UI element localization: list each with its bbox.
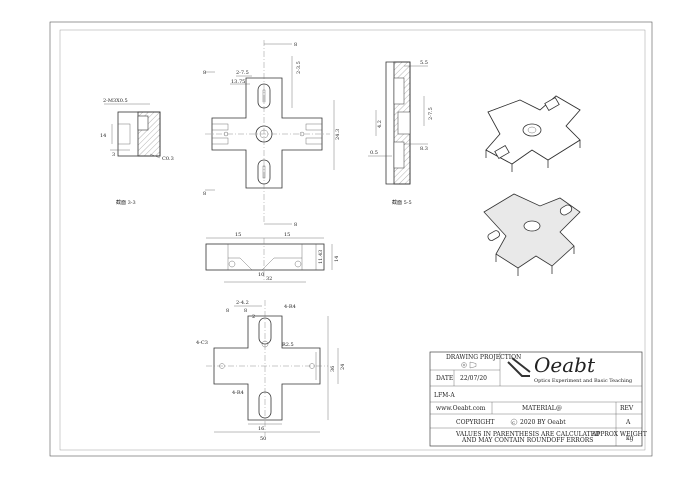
dim-side-0-5: 0.5 (370, 150, 378, 156)
dim-bot-8b: 8 (244, 308, 247, 314)
dim-front-15b: 15 (284, 232, 290, 238)
dim-side-5-5: 5.5 (420, 60, 428, 66)
title-block: DRAWING PROJECTION DATE 22/07/20 Oeabt O… (429, 351, 647, 447)
dim-bot-16: 16 (258, 426, 264, 432)
material-label: MATERIAL (522, 405, 556, 412)
dim-side-7-5: 2-7.5 (428, 107, 434, 120)
projection-symbol-icon (461, 361, 477, 369)
left-section-caption: 截面 3-3 (116, 199, 136, 206)
dim-bot-50: 50 (260, 436, 266, 442)
date-label: DATE (436, 375, 453, 382)
isometric-view-top (485, 95, 581, 172)
dim-bot-4-2: 2-4.2 (236, 300, 249, 306)
sheet-frame (49, 21, 653, 457)
dim-bot-4c3: 4-C3 (196, 340, 208, 346)
isometric-view-bottom (483, 193, 581, 276)
dim-bot-24: 24 (340, 364, 346, 370)
dim-front-14: 14 (334, 256, 340, 262)
dim-top-8d: 8 (203, 191, 206, 197)
approx-weight-label: APPROX WEIGHT (591, 431, 647, 438)
dim-bot-8a: 8 (226, 308, 229, 314)
dim-front-11-43: 11.43 (318, 250, 324, 264)
dim-bot-4r4b: 4-R4 (232, 390, 244, 396)
weight-unit: kg (626, 435, 634, 442)
front-view: 15 15 32 10 11.43 14 (205, 232, 340, 283)
dim-top-13-75: 13.75 (231, 79, 245, 85)
material-value: @ (556, 405, 562, 412)
top-view: 8 8 8 8 2-7.5 13.75 2-3.5 24.3 (203, 40, 341, 228)
dim-side-4-2: 4.2 (377, 120, 383, 128)
date-value: 22/07/20 (460, 375, 487, 382)
dim-front-15a: 15 (235, 232, 241, 238)
copyright-icon: C (510, 418, 518, 426)
dim-front-32: 32 (266, 276, 272, 282)
dim-left-thread: 2-M3X0.5 (103, 98, 128, 104)
website: www.Oeabt.com (436, 405, 486, 412)
brand-tagline: Optics Experiment and Basic Teaching (534, 378, 633, 384)
dim-top-3-5: 2-3.5 (296, 61, 302, 74)
dim-left-c03: C0.3 (162, 156, 174, 162)
left-section-view: 2-M3X0.5 14 3 C0.3 截面 3-3 (100, 98, 174, 206)
note-line-1: VALUES IN PARENTHESIS ARE CALCULATED (455, 431, 600, 438)
copyright-label: COPYRIGHT (456, 419, 494, 426)
note-line-2: AND MAY CONTAIN ROUNDOFF ERRORS (461, 437, 593, 444)
dim-top-24-3: 24.3 (335, 129, 341, 140)
dim-bot-r2-5: R2.5 (282, 342, 294, 348)
copyright-text: 2020 BY Oeabt (520, 419, 566, 426)
brand-logo-icon: Oeabt Optics Experiment and Basic Teachi… (507, 353, 633, 384)
dim-left-height: 14 (100, 133, 106, 139)
bottom-view: 2-4.2 4-R4 4-C3 R2.5 4-R4 16 36 24 50 8 … (196, 300, 346, 442)
dim-bot-36: 36 (330, 366, 336, 372)
rev-value: A (625, 419, 631, 426)
part-name: LFM-A (434, 392, 455, 399)
side-section-view: 5.5 2-7.5 4.2 0.5 8.3 截面 5-5 (368, 60, 434, 206)
drawing-projection-label: DRAWING PROJECTION (446, 354, 521, 361)
dim-side-8-3: 8.3 (420, 146, 428, 152)
dim-top-8a: 8 (294, 42, 297, 48)
rev-label: REV (620, 405, 634, 412)
sheet-inner-frame (59, 29, 646, 451)
dim-bot-2: 2 (252, 314, 255, 320)
brand-name: Oeabt (534, 353, 596, 377)
dim-top-8b: 8 (294, 222, 297, 228)
svg-text:C: C (512, 420, 515, 425)
mid-section-caption: 截面 5-5 (392, 199, 412, 206)
dim-front-10: 10 (258, 272, 264, 278)
dim-left-3: 3 (112, 152, 115, 158)
dim-top-8c: 8 (203, 70, 206, 76)
dim-top-7-5: 2-7.5 (236, 70, 249, 76)
dim-bot-4r4a: 4-R4 (284, 304, 296, 310)
